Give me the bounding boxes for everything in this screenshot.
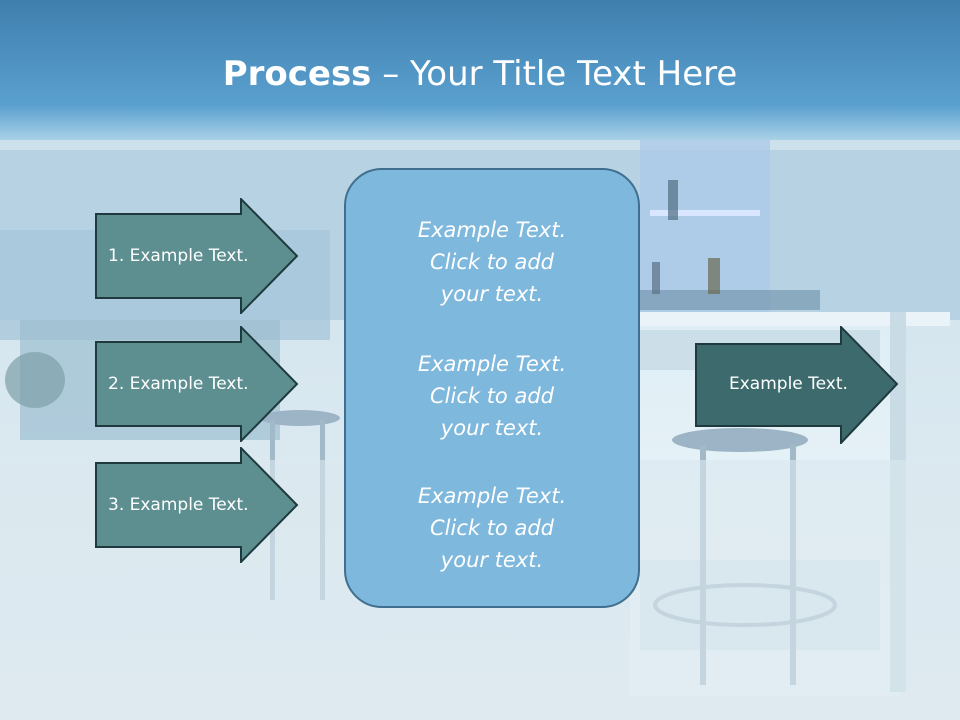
title-bold: Process [222, 54, 372, 94]
block-line: your text. [440, 416, 544, 440]
arrow-shape-icon [95, 198, 299, 314]
center-text-block: Example Text. Click to add your text. [346, 348, 638, 444]
block-line: Example Text. [417, 218, 567, 242]
process-step-arrow[interactable]: 2. Example Text. [95, 326, 299, 442]
title-rest: – Your Title Text Here [371, 54, 738, 94]
block-line: your text. [440, 548, 544, 572]
arrow-label: Example Text. [729, 374, 848, 394]
block-line: Click to add [429, 516, 554, 540]
arrow-label: 1. Example Text. [108, 246, 249, 266]
arrow-shape-icon [95, 326, 299, 442]
block-line: your text. [440, 282, 544, 306]
block-line: Click to add [429, 250, 554, 274]
center-text-block: Example Text. Click to add your text. [346, 214, 638, 310]
process-step-arrow[interactable]: 3. Example Text. [95, 447, 299, 563]
block-line: Example Text. [417, 352, 567, 376]
process-step-arrow[interactable]: 1. Example Text. [95, 198, 299, 314]
arrow-label: 3. Example Text. [108, 495, 249, 515]
arrow-label: 2. Example Text. [108, 374, 249, 394]
center-text-block: Example Text. Click to add your text. [346, 480, 638, 576]
arrow-shape-icon [695, 326, 899, 444]
result-arrow[interactable]: Example Text. [695, 326, 899, 444]
block-line: Click to add [429, 384, 554, 408]
arrow-shape-icon [95, 447, 299, 563]
block-line: Example Text. [417, 484, 567, 508]
center-text-box[interactable]: Example Text. Click to add your text. Ex… [344, 168, 640, 608]
slide-title[interactable]: Process – Your Title Text Here [0, 52, 960, 96]
